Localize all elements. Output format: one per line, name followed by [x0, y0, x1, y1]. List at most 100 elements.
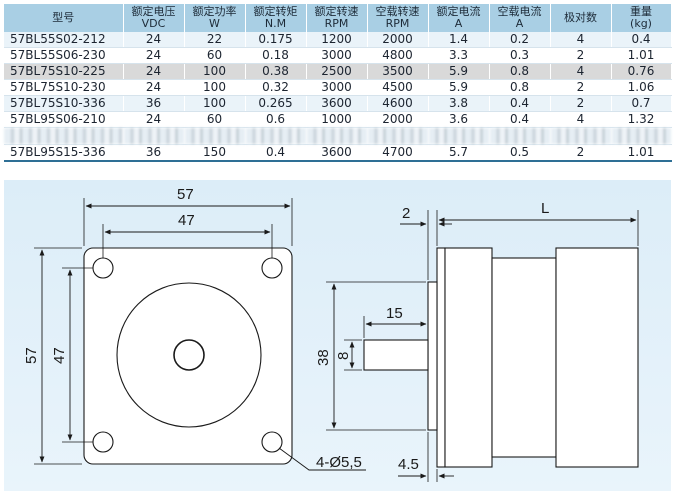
table-cell: 24 — [123, 63, 185, 81]
table-cell: 2 — [550, 144, 612, 163]
motor-dimension-svg: 57 47 57 47 4-Ø5,5 — [23, 186, 639, 482]
table-cell: 5.9 — [428, 79, 490, 97]
column-header-line2: VDC — [141, 17, 166, 30]
column-header-line1: 极对数 — [564, 11, 597, 24]
table-cell: 0.2 — [489, 32, 551, 49]
table-cell: 24 — [123, 47, 185, 65]
table-cell: 3000 — [306, 47, 368, 65]
table-cell: 57BL75S10-225 — [4, 63, 124, 81]
table-cell: 4 — [550, 32, 612, 49]
column-header-line1: 空载转速 — [375, 5, 420, 18]
label-47-width: 47 — [178, 212, 195, 229]
boss — [427, 281, 438, 431]
table-cell: 5.7 — [428, 144, 490, 163]
column-header-9: 重量(kg) — [611, 4, 672, 32]
table-cell: 2500 — [306, 63, 368, 81]
label-57-height: 57 — [23, 347, 40, 364]
table-cell: 22 — [184, 32, 246, 49]
table-cell: 0.4 — [245, 144, 307, 163]
table-cell: 2000 — [367, 32, 429, 49]
table-cell: 1.01 — [611, 144, 672, 163]
obscured-row — [4, 127, 672, 146]
table-cell: 0.38 — [245, 63, 307, 81]
obscured-cell — [428, 127, 490, 146]
table-cell: 0.265 — [245, 95, 307, 113]
table-cell: 1200 — [306, 32, 368, 49]
mounting-hole-tr — [261, 257, 283, 279]
table-cell: 5.9 — [428, 63, 490, 81]
mounting-hole-tl — [92, 257, 114, 279]
column-header-line1: 额定转速 — [314, 5, 359, 18]
label-boss-dia: 38 — [315, 349, 332, 366]
table-cell: 0.8 — [489, 63, 551, 81]
table-cell: 2 — [550, 47, 612, 65]
table-cell: 57BL75S10-336 — [4, 95, 124, 113]
table-cell: 3.8 — [428, 95, 490, 113]
column-header-line1: 额定电流 — [436, 5, 481, 18]
column-header-line2: W — [209, 17, 220, 30]
column-header-line2: A — [454, 17, 463, 30]
table-cell: 24 — [123, 79, 185, 97]
table-cell: 0.6 — [245, 111, 307, 129]
obscured-cell — [4, 127, 124, 146]
table-cell: 0.4 — [489, 111, 551, 129]
obscured-cell — [550, 127, 612, 146]
table-cell: 3600 — [306, 144, 368, 163]
table-cell: 100 — [184, 79, 246, 97]
table-cell: 4 — [550, 111, 612, 129]
table-cell: 150 — [184, 144, 246, 163]
table-cell: 4500 — [367, 79, 429, 97]
table-cell: 57BL55S06-230 — [4, 47, 124, 65]
table-cell: 0.76 — [611, 63, 672, 81]
table-cell: 60 — [184, 47, 246, 65]
shaft-circle — [173, 339, 205, 371]
table-cell: 4600 — [367, 95, 429, 113]
table-cell: 57BL55S02-212 — [4, 32, 124, 49]
table-cell: 4700 — [367, 144, 429, 163]
column-header-line2: A — [515, 17, 524, 30]
table-cell: 0.175 — [245, 32, 307, 49]
column-header-line1: 额定功率 — [192, 5, 237, 18]
front-view — [34, 198, 366, 471]
rear-cap — [555, 247, 639, 468]
motor-body — [491, 257, 557, 458]
obscured-cell — [367, 127, 429, 146]
table-cell: 1000 — [306, 111, 368, 129]
flange-plate — [436, 247, 446, 468]
table-cell: 100 — [184, 95, 246, 113]
label-shaft-len: 15 — [386, 305, 403, 322]
column-header-line1: 空载电流 — [497, 5, 542, 18]
label-57-width: 57 — [177, 186, 194, 203]
label-flange: 2 — [402, 205, 410, 222]
column-header-line2: N.M — [264, 17, 287, 30]
table-cell: 3.3 — [428, 47, 490, 65]
obscured-cell — [245, 127, 307, 146]
table-cell: 0.4 — [489, 95, 551, 113]
mounting-hole-br — [261, 431, 283, 453]
column-header-line2: RPM — [324, 17, 349, 30]
table-cell: 0.18 — [245, 47, 307, 65]
obscured-cell — [611, 127, 672, 146]
table-cell: 0.7 — [611, 95, 672, 113]
column-header-line1: 额定转矩 — [253, 5, 298, 18]
table-cell: 0.8 — [489, 79, 551, 97]
table-cell: 36 — [123, 144, 185, 163]
table-cell: 2 — [550, 95, 612, 113]
obscured-cell — [123, 127, 185, 146]
table-cell: 3600 — [306, 95, 368, 113]
column-header-line2: RPM — [385, 17, 410, 30]
side-view — [363, 247, 639, 468]
table-cell: 3.6 — [428, 111, 490, 129]
table-cell: 24 — [123, 111, 185, 129]
dimension-drawing: 57 47 57 47 4-Ø5,5 — [4, 180, 671, 491]
